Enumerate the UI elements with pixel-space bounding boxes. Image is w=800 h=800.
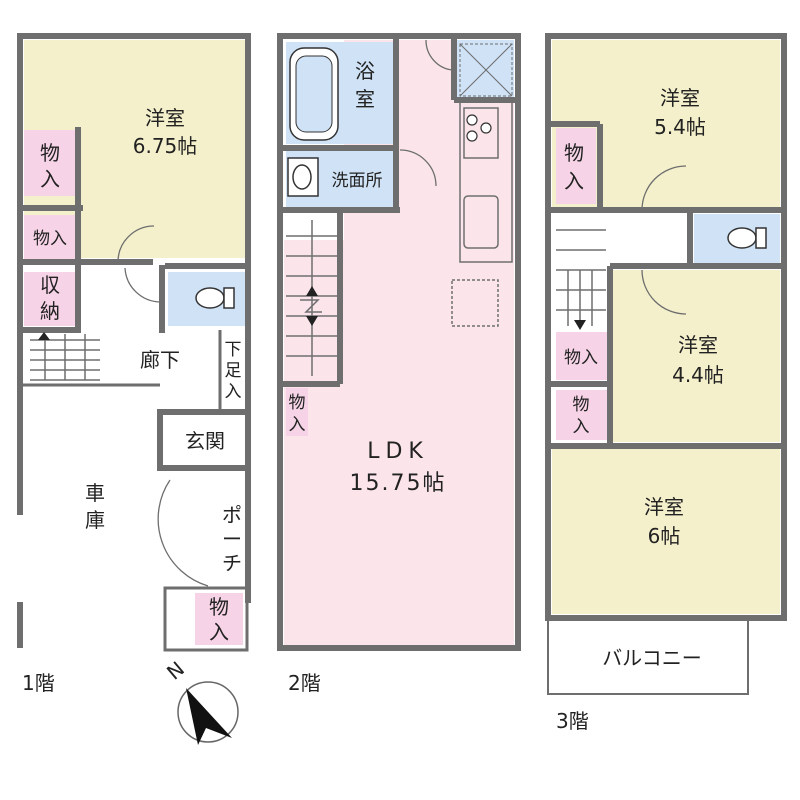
f1-shoe-label-3: 入 xyxy=(225,382,242,402)
floor-2: 浴 室 洗面所 物 入 LDK 15.75帖 2階 xyxy=(277,33,521,695)
f1-porch-label-2: ー xyxy=(222,527,242,551)
f1-stair-arrow-icon xyxy=(38,332,50,340)
f1-garage-label-1: 車 xyxy=(85,481,105,505)
f1-shoe-label-2: 足 xyxy=(225,361,242,381)
f3-toilet-icon xyxy=(727,227,767,249)
f1-storage-bottom-label-1: 物 xyxy=(209,595,229,619)
f3-western-room-1-label: 洋室 xyxy=(660,86,700,110)
kitchen-sink-icon xyxy=(463,195,499,249)
f1-garage-label-2: 庫 xyxy=(85,508,105,532)
f1-porch-label-3: チ xyxy=(222,551,242,575)
f3-balcony xyxy=(547,619,749,695)
f1-porch-label-1: ポ xyxy=(222,503,242,527)
f3-door-swing xyxy=(641,165,687,211)
f2-ldk-label: LDK xyxy=(367,439,429,464)
floor-2-label: 2階 xyxy=(288,671,321,695)
f2-washroom-label: 洗面所 xyxy=(332,171,383,191)
f1-toilet-icon xyxy=(195,287,235,309)
f3-western-room-2 xyxy=(612,270,780,442)
f3-storage-low-label-1: 物 xyxy=(573,395,590,415)
north-arrow-icon xyxy=(186,688,232,745)
f1-western-room-label: 洋室 xyxy=(145,106,185,130)
f3-outer-wall xyxy=(545,33,787,621)
f3-western-room-3-label: 洋室 xyxy=(644,495,684,519)
f3-storage-top-label-2: 入 xyxy=(564,169,584,193)
f1-shuno-label-1: 収 xyxy=(40,273,60,297)
floor-1: 洋室 6.75帖 物 入 物入 収 納 廊下 下 足 入 玄関 車 庫 ポ ー … xyxy=(17,33,251,695)
f3-storage-low-label-2: 入 xyxy=(573,417,590,437)
f2-bath-label-2: 室 xyxy=(355,87,375,111)
f2-storage xyxy=(286,388,308,436)
f3-storage-mid xyxy=(556,332,608,380)
f1-storage-bottom xyxy=(195,593,243,645)
f3-western-room-2-size: 4.4帖 xyxy=(672,363,724,387)
f2-storage-label-2: 入 xyxy=(289,415,306,435)
floor-3-label: 3階 xyxy=(556,709,589,733)
sink-icon xyxy=(287,157,319,197)
f1-storage-top-label-1: 物 xyxy=(40,141,60,165)
floor-1-label: 1階 xyxy=(22,671,55,695)
f1-door-swing xyxy=(117,225,155,263)
f3-western-room-3 xyxy=(552,448,780,614)
f3-balcony-label: バルコニー xyxy=(602,646,702,670)
f1-storage-mid-label: 物入 xyxy=(33,229,67,249)
f1-storage-top xyxy=(24,130,76,196)
f3-stair-arrow-icon xyxy=(574,320,586,330)
f2-door-swing xyxy=(399,149,437,187)
f1-western-room-size: 6.75帖 xyxy=(133,134,198,158)
compass: N xyxy=(162,657,239,745)
f2-stair-arrow-up-icon xyxy=(306,286,318,296)
f1-corridor-label: 廊下 xyxy=(140,348,180,372)
f1-entrance-label: 玄関 xyxy=(185,429,225,453)
f2-ldk-size: 15.75帖 xyxy=(350,471,447,496)
f3-storage-top-label-1: 物 xyxy=(564,141,584,165)
floor-3: 洋室 5.4帖 物 入 洋室 4.4帖 物入 物 入 洋室 6帖 バルコニー 3… xyxy=(545,33,787,733)
compass-north-label: N xyxy=(162,657,189,685)
f3-western-room-2-label: 洋室 xyxy=(678,333,718,357)
f3-storage-mid-label: 物入 xyxy=(564,348,598,368)
f1-shuno-label-2: 納 xyxy=(40,299,60,323)
f2-storage-label-1: 物 xyxy=(289,393,306,413)
f3-storage-top xyxy=(556,128,596,204)
f1-shoe-label-1: 下 xyxy=(225,340,242,360)
f1-storage-top-label-2: 入 xyxy=(40,167,60,191)
f1-storage-mid xyxy=(24,215,76,260)
stove-icon xyxy=(466,114,492,142)
f3-western-room-1-size: 5.4帖 xyxy=(654,115,706,139)
f1-shuno xyxy=(24,272,76,326)
f2-bath-label-1: 浴 xyxy=(355,59,375,83)
f3-western-room-3-size: 6帖 xyxy=(648,524,681,548)
f3-storage-low xyxy=(556,390,608,440)
f2-stair-arrow-down-icon xyxy=(306,316,318,326)
kitchen-counter xyxy=(459,101,513,263)
f1-storage-bottom-label-2: 入 xyxy=(209,620,229,644)
